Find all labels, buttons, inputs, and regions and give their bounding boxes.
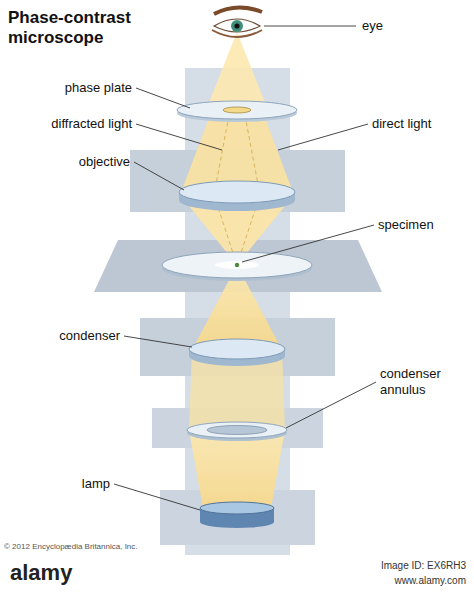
- condenser-lens: [189, 339, 285, 366]
- part-label: objective: [79, 154, 130, 170]
- watermark: www.alamy.com: [395, 575, 467, 586]
- part-label: specimen: [378, 217, 434, 233]
- diagram-title: Phase-contrast microscope: [8, 8, 158, 48]
- lamp-symbol: [200, 502, 274, 528]
- watermark: alamy: [10, 560, 72, 586]
- phase-plate: [177, 101, 297, 122]
- objective-lens: [179, 181, 295, 211]
- part-label: lamp: [82, 476, 110, 492]
- part-label: diffracted light: [51, 116, 132, 132]
- copyright-note: © 2012 Encyclopædia Britannica, Inc.: [4, 542, 138, 551]
- leader-line: [114, 26, 376, 510]
- eye-symbol: [212, 7, 262, 37]
- specimen-slide: [162, 252, 312, 281]
- watermark: Image ID: EX6RH3: [381, 560, 466, 571]
- part-label: eye: [362, 18, 383, 34]
- part-label: condenser: [59, 328, 120, 344]
- condenser-annulus: [187, 422, 287, 441]
- part-label: phase plate: [65, 80, 132, 96]
- part-label: condenser annulus: [380, 366, 470, 398]
- part-label: direct light: [372, 116, 431, 132]
